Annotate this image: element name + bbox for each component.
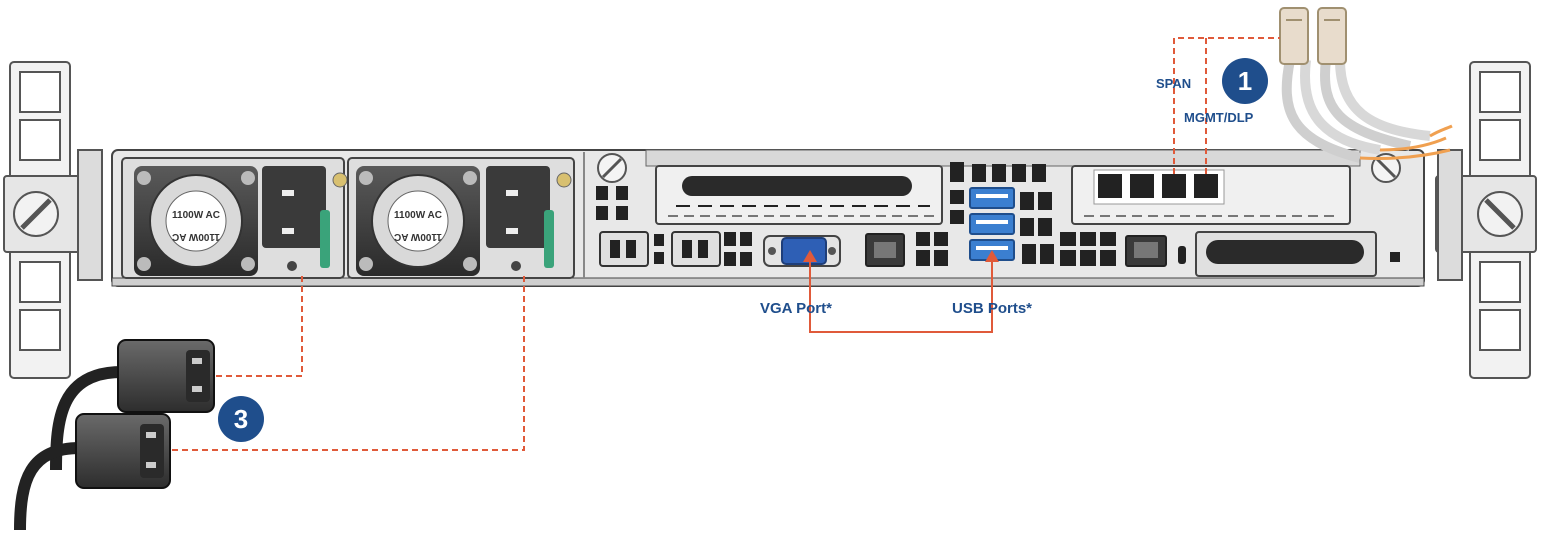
psu-2-rating-flipped: 1100W AC (394, 231, 442, 242)
usb-ports (969, 187, 1015, 261)
network-card (1071, 165, 1351, 225)
usb-ports-label: USB Ports* (952, 300, 1033, 317)
fiber-cables (1279, 7, 1453, 163)
psu-1-rating: 1100W AC (172, 210, 220, 221)
mgmt-dlp-label: MGMT/DLP (1184, 110, 1254, 125)
left-rack-ear (3, 61, 103, 379)
power-supply-1 (121, 157, 348, 279)
span-label: SPAN (1156, 76, 1192, 91)
psu-1-rating-flipped: 1100W AC (172, 231, 220, 242)
psu-2-rating: 1100W AC (394, 210, 442, 221)
vga-port-label: VGA Port* (760, 300, 832, 317)
power-supply-2 (347, 157, 575, 279)
leader-lines (166, 37, 1280, 451)
fiber-connector-icon (1317, 7, 1347, 65)
ethernet-port (865, 233, 905, 267)
vga-port (763, 235, 841, 267)
callout-1-badge: 1 (1222, 58, 1268, 104)
fiber-connector-icon (1279, 7, 1309, 65)
power-cables (14, 339, 215, 531)
callout-3-badge: 3 (218, 396, 264, 442)
expansion-slot (1195, 231, 1400, 277)
power-inlet-icon (486, 166, 550, 248)
power-inlet-icon (262, 166, 326, 248)
ethernet-port (1125, 235, 1167, 267)
right-rack-ear (1435, 61, 1537, 379)
pcie-slot (655, 165, 943, 225)
rear-io-left (596, 153, 752, 267)
